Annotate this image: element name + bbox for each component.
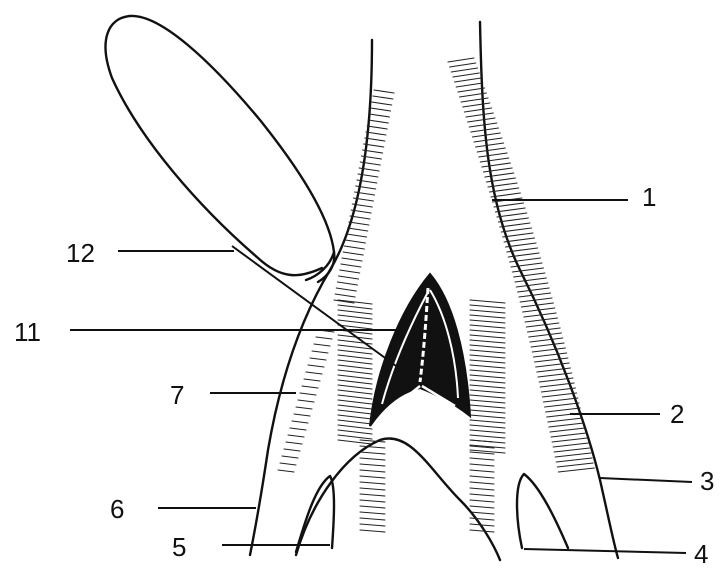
leader-4: [524, 549, 686, 553]
labels: 1 2 3 4 5 6 7 11 12: [14, 182, 714, 569]
leader-3: [600, 478, 692, 482]
arteriotomy-incision: [370, 274, 470, 426]
label-3: 3: [700, 466, 714, 496]
label-12: 12: [66, 238, 95, 268]
retraction-loop: [106, 16, 335, 282]
label-6: 6: [110, 494, 124, 524]
label-1: 1: [642, 182, 656, 212]
label-7: 7: [170, 380, 184, 410]
label-4: 4: [694, 539, 708, 569]
label-2: 2: [670, 399, 684, 429]
label-11: 11: [14, 317, 41, 347]
label-5: 5: [172, 532, 186, 562]
